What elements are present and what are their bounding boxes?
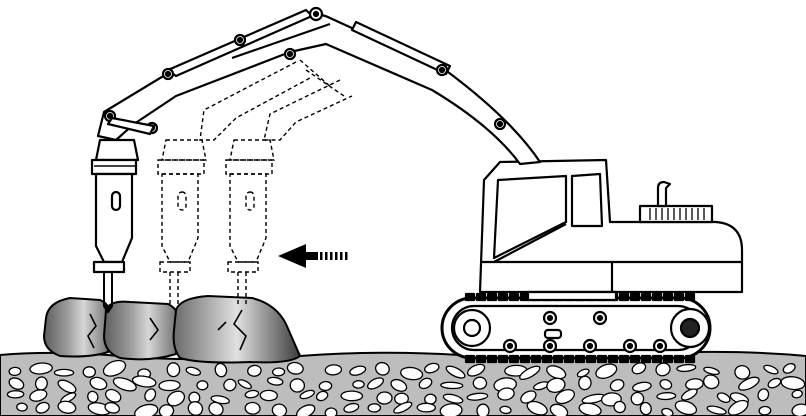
boom-cylinder xyxy=(350,20,452,76)
rock-cracks xyxy=(87,309,247,351)
rocks xyxy=(42,294,302,364)
excavator-icon xyxy=(90,6,744,364)
rock-left xyxy=(42,296,112,358)
ghost-breakers xyxy=(157,59,353,306)
upper-structure xyxy=(478,158,744,302)
rock-middle xyxy=(102,300,180,361)
hydraulic-breaker-icon xyxy=(90,138,140,314)
crawler-track xyxy=(440,292,712,364)
ground xyxy=(0,350,806,416)
ghost-breaker-1 xyxy=(157,61,311,306)
arrow-left-icon xyxy=(278,244,348,268)
ghost-breaker-2 xyxy=(225,79,353,306)
rock-right xyxy=(172,294,302,364)
cab-window-side xyxy=(570,172,604,228)
exhaust-pipe xyxy=(656,180,672,208)
engine-hood xyxy=(638,204,714,224)
track-rollers xyxy=(502,310,668,354)
ground-pebbles xyxy=(6,359,806,416)
cab-window xyxy=(492,174,568,260)
boom xyxy=(96,6,542,166)
